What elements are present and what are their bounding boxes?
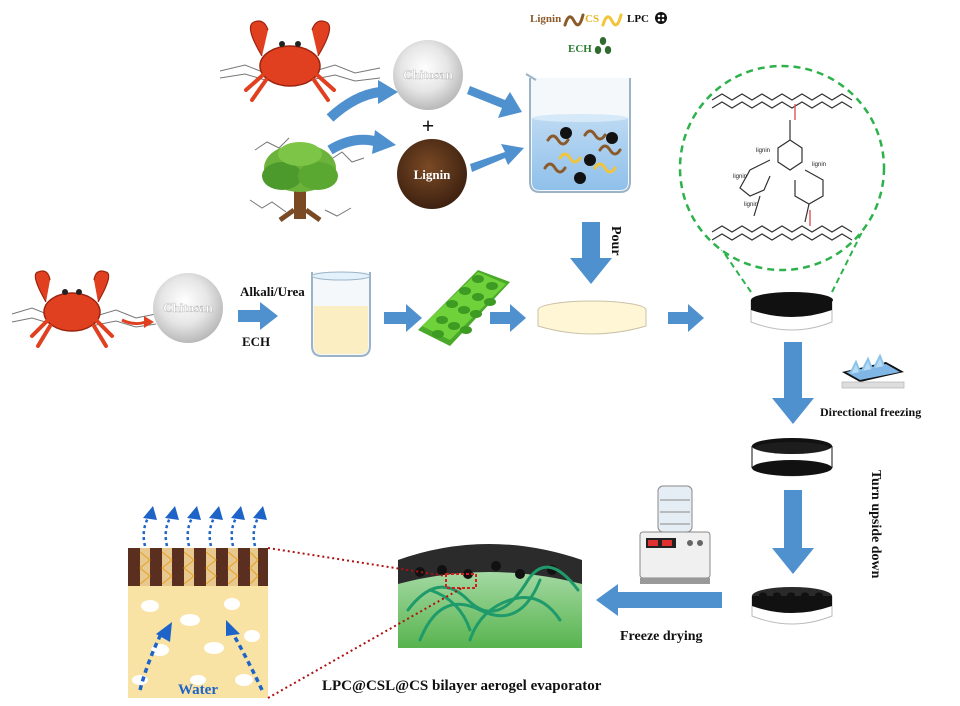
chitosan-left-label: Chitosan: [163, 300, 214, 315]
legend-lpc-label: LPC: [627, 13, 649, 25]
curved-arrow-head-1: [378, 80, 398, 104]
arrow-mold-to-layer: [490, 304, 526, 332]
chitosan-powder-top: Chitosan: [393, 40, 463, 110]
freeze-dryer-icon: [639, 485, 711, 584]
legend-lpc-particle: [655, 12, 667, 24]
curved-arrow-crab-to-chitosan: [326, 87, 381, 122]
zoom-line-top: [267, 547, 447, 577]
arrow-down-2: [772, 490, 814, 574]
legend: Lignin CS LPC ECH: [530, 12, 667, 55]
water-label: Water: [178, 682, 218, 698]
arrow-beaker-to-mold: [384, 304, 422, 332]
arrow-layer-to-bilayer: [668, 304, 704, 332]
crab-icon: [219, 20, 381, 102]
frozen-bilayer-disk: [751, 438, 833, 477]
small-red-arrow-head: [144, 316, 154, 328]
bilayer-disk: [750, 292, 833, 331]
arrow-left-freeze-drying: [596, 584, 722, 616]
legend-cs-strand: [601, 13, 623, 27]
lignin-ball-label: Lignin: [414, 167, 452, 182]
legend-ech-drops: [594, 37, 612, 54]
small-red-arrow: [121, 318, 147, 326]
legend-lignin-label: Lignin: [530, 13, 561, 25]
legend-cs-label: CS: [585, 13, 599, 25]
aerogel-block: [398, 544, 582, 648]
plus-sign: +: [422, 113, 435, 138]
chitosan-gel-disk: [537, 300, 647, 335]
arrow-down-1: [772, 342, 814, 424]
legend-ech-label: ECH: [568, 43, 592, 55]
directional-freezing-label: Directional freezing: [820, 405, 921, 419]
product-label: LPC@CSL@CS bilayer aerogel evaporator: [322, 678, 602, 694]
structure-lignin-b: lignin: [733, 174, 747, 180]
green-ice-mold: [418, 270, 510, 346]
structure-lignin-a: lignin: [756, 148, 770, 154]
arrow-alkali-urea: [238, 302, 278, 330]
chitosan-powder-left: Chitosan: [153, 273, 223, 343]
structure-lignin-d: lignin: [744, 202, 758, 208]
structure-lignin-c: lignin: [812, 162, 826, 168]
arrow-chitosan-to-beaker: [467, 86, 522, 118]
evaporator-schematic: Water: [128, 506, 268, 698]
ech-step-label: ECH: [242, 334, 270, 349]
zoom-line-bottom: [267, 587, 463, 699]
curved-arrow-tree-to-lignin: [327, 134, 380, 155]
freezing-plate-icon: [841, 353, 905, 389]
mixing-beaker: [525, 73, 631, 193]
pour-label: Pour: [608, 226, 623, 256]
turn-upside-down-label: Turn upside down: [868, 470, 883, 579]
tree-icon: [249, 137, 365, 223]
alkali-urea-label: Alkali/Urea: [240, 284, 305, 299]
inverted-bilayer-disk: [751, 587, 833, 625]
pour-arrow: [570, 222, 612, 284]
lignin-powder: Lignin: [397, 139, 467, 209]
chitosan-solution-beaker: [311, 271, 371, 357]
legend-lignin-strand: [563, 13, 585, 27]
magnified-structure: lignin lignin lignin lignin: [678, 64, 886, 293]
arrow-lignin-to-beaker: [470, 144, 524, 172]
freeze-drying-label: Freeze drying: [620, 629, 703, 644]
curved-arrow-head-2: [372, 130, 396, 154]
crab-left-icon: [11, 270, 157, 348]
chitosan-top-label: Chitosan: [403, 67, 454, 82]
